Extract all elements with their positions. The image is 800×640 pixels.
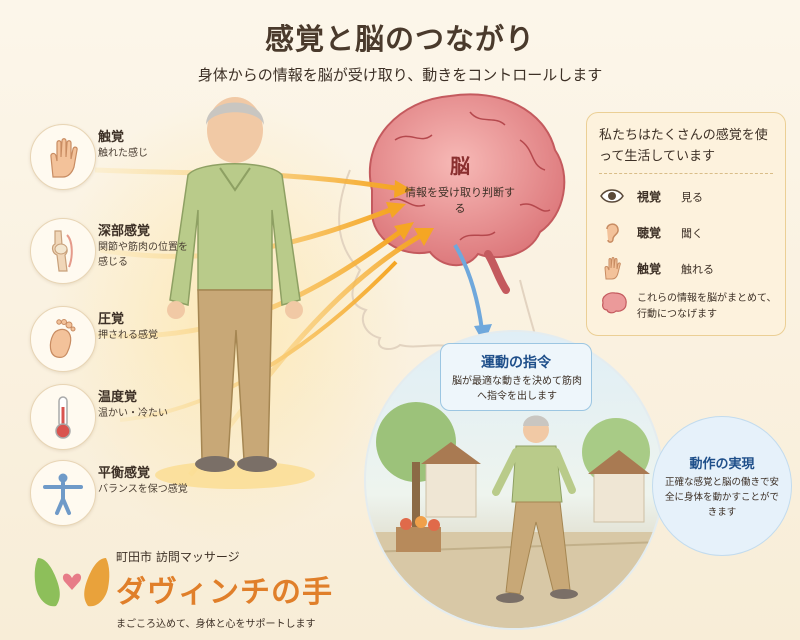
logo-area: 町田市 訪問マッサージ ダヴィンチの手 まごころ込めて、身体と心をサポートします: [116, 548, 333, 630]
sense-item-balance: 平衡感覚 バランスを保つ感覚: [30, 460, 190, 540]
walking-scene-illustration: [366, 402, 662, 628]
sense-desc: 関節や筋肉の位置を感じる: [98, 242, 188, 268]
panel-note: これらの情報を脳がまとめて、行動につなげます: [637, 293, 777, 320]
balance-icon-circle: [30, 460, 96, 526]
sense-item-pressure: 圧覚 押される感覚: [30, 306, 190, 386]
sense-desc: 温かい・冷たい: [98, 408, 168, 419]
action-title: 動作の実現: [689, 457, 755, 472]
command-title: 運動の指令: [481, 355, 551, 371]
hand-icon: [604, 257, 621, 280]
panel-row-desc: 見る: [681, 191, 703, 204]
hands-logo-icon: [34, 558, 110, 607]
pressure-icon-circle: [30, 306, 96, 372]
brain-icon: [602, 292, 627, 314]
page-title: 感覚と脳のつながり: [264, 22, 535, 56]
panel-row-name: 聴覚: [637, 226, 662, 240]
sense-item-proprioception: 深部感覚 関節や筋肉の位置を感じる: [30, 218, 190, 298]
action-realization-circle: 動作の実現 正確な感覚と脳の働きで安全に身体を動かすことができます: [652, 416, 792, 556]
logo-subtitle: 町田市 訪問マッサージ: [116, 550, 240, 564]
sense-item-temperature: 温度覚 温かい・冷たい: [30, 384, 190, 464]
brain-desc: 情報を受け取り判断する: [405, 186, 515, 215]
panel-row-desc: 触れる: [681, 263, 714, 276]
balance-figure-icon: [43, 473, 83, 515]
standing-elderly-man: [155, 97, 315, 489]
foot-icon: [49, 319, 76, 358]
sense-title: 触覚: [98, 130, 125, 145]
panel-row-touch: 触覚 触れる: [599, 255, 775, 281]
panel-row-desc: 聞く: [681, 227, 703, 240]
panel-row-sight: 視覚 見る: [599, 183, 775, 209]
page-subtitle: 身体からの情報を脳が受け取り、動きをコントロールします: [197, 66, 603, 84]
action-desc: 正確な感覚と脳の働きで安全に身体を動かすことができます: [664, 477, 779, 518]
sense-desc: バランスを保つ感覚: [98, 484, 188, 495]
logo-brand-name: ダヴィンチの手: [116, 575, 333, 610]
senses-panel: 私たちはたくさんの感覚を使って生活しています 視覚 見る 聴覚 聞く 触覚 触れ…: [586, 112, 786, 336]
sense-title: 平衡感覚: [98, 466, 151, 481]
brain-label: 脳 情報を受け取り判断する: [400, 150, 520, 217]
panel-row-name: 視覚: [637, 190, 662, 204]
panel-divider: [599, 173, 773, 174]
motor-command-box: 運動の指令 脳が最適な動きを決めて筋肉へ指令を出します: [440, 343, 592, 411]
command-desc: 脳が最適な動きを決めて筋肉へ指令を出します: [452, 376, 582, 402]
logo-tagline: まごころ込めて、身体と心をサポートします: [116, 619, 316, 630]
ear-icon: [606, 223, 619, 243]
proprioception-icon-circle: [30, 218, 96, 284]
knee-joint-icon: [51, 230, 73, 272]
sense-desc: 押される感覚: [98, 330, 158, 341]
sense-desc: 触れた感じ: [98, 148, 148, 159]
touch-icon-circle: [30, 124, 96, 190]
thermometer-icon: [55, 396, 71, 439]
panel-row-name: 触覚: [637, 262, 662, 276]
sense-title: 圧覚: [98, 312, 125, 327]
panel-row-hearing: 聴覚 聞く: [599, 219, 775, 245]
panel-heading: 私たちはたくさんの感覚を使って生活しています: [599, 128, 768, 164]
brain-title: 脳: [450, 154, 470, 178]
sense-title: 温度覚: [98, 390, 138, 405]
sense-title: 深部感覚: [98, 224, 151, 239]
sense-item-touch: 触覚 触れた感じ: [30, 124, 190, 204]
eye-icon: [600, 189, 624, 203]
hand-icon: [50, 138, 78, 178]
temperature-icon-circle: [30, 384, 96, 450]
